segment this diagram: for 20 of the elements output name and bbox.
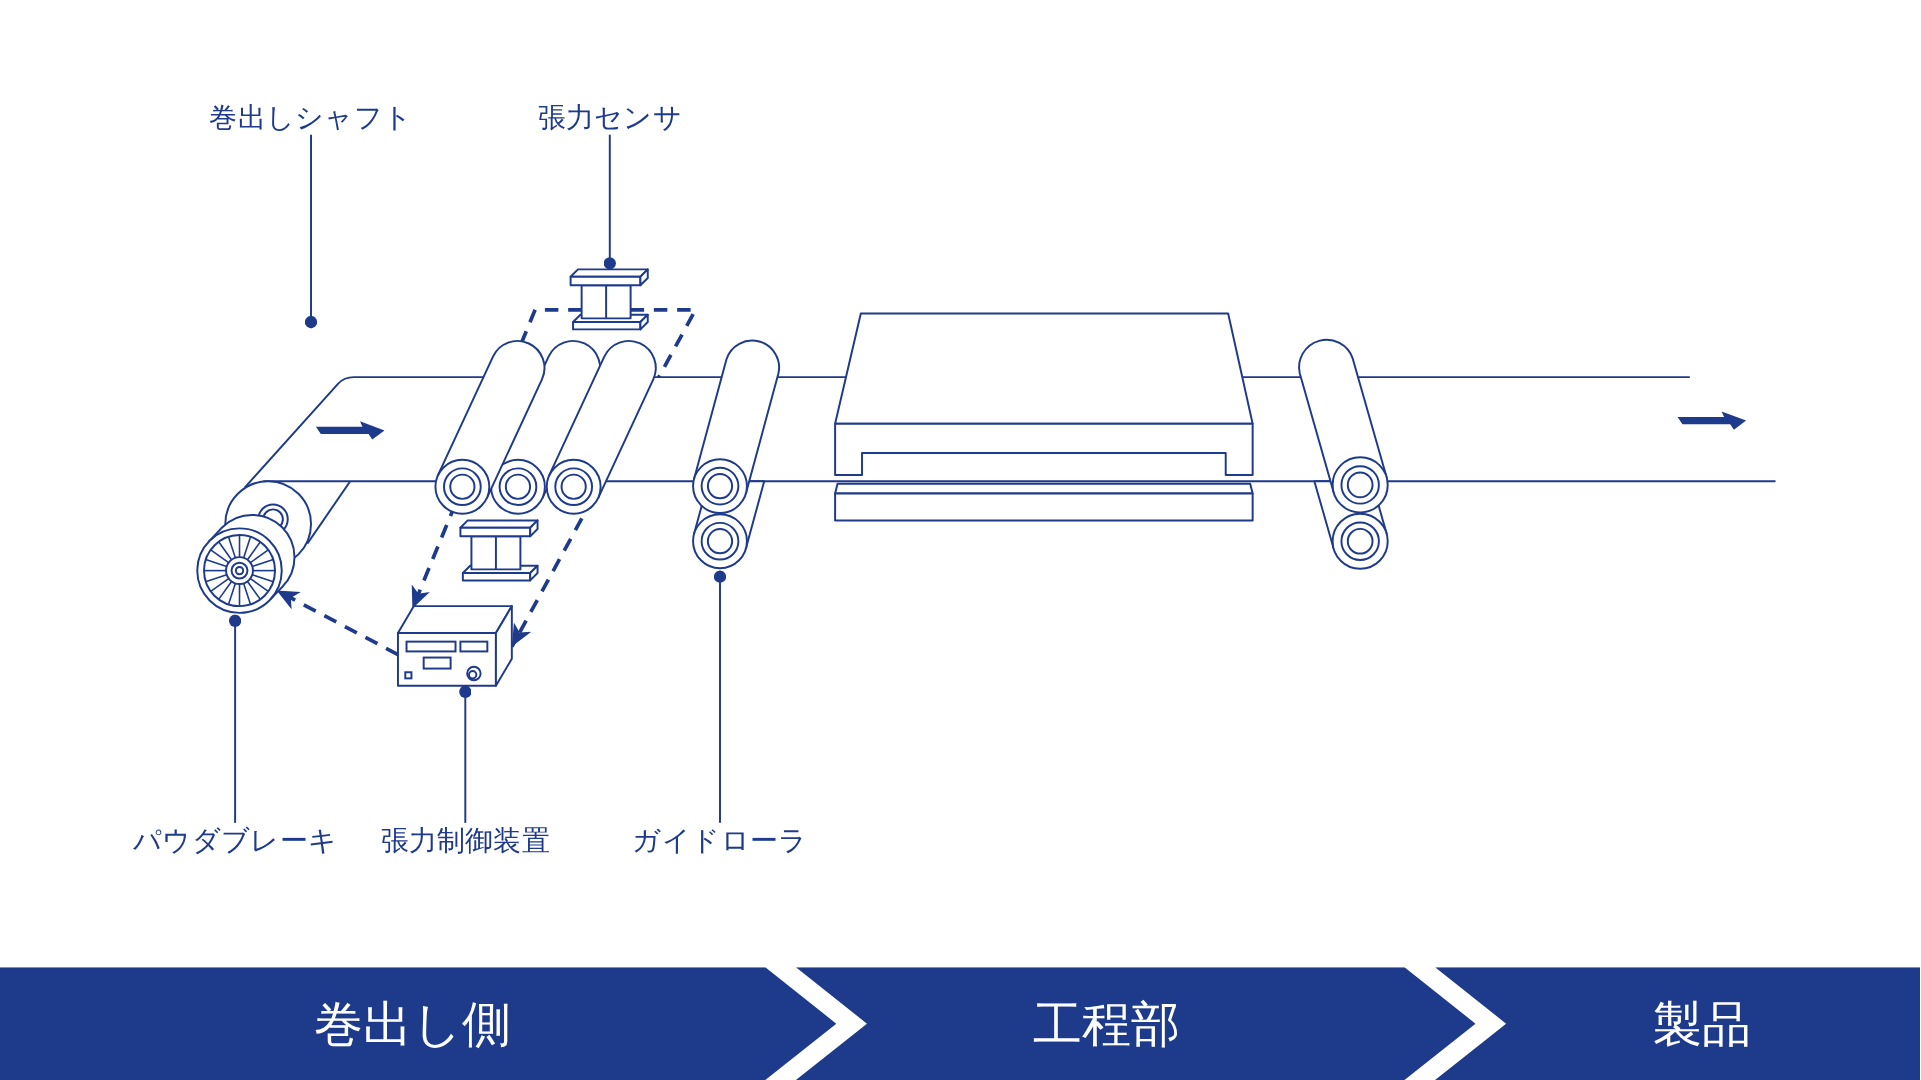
part-label: 張力センサ: [537, 100, 683, 135]
stage-banner: [1435, 967, 1920, 1080]
stage-label: 製品: [1653, 994, 1751, 1054]
sensor-drawing: [570, 269, 649, 331]
part-label: 張力制御装置: [380, 822, 550, 858]
leader-line: [713, 569, 727, 824]
leader-line: [304, 133, 318, 330]
part-label: 巻出しシャフト: [209, 100, 413, 135]
leader-line: [603, 133, 616, 271]
controller-drawing: [397, 606, 514, 687]
part-label: パウダブレーキ: [132, 822, 338, 858]
part-label: ガイドローラ: [632, 822, 808, 858]
stage-banner: [795, 967, 1476, 1080]
roll-drawing: [195, 480, 353, 615]
stage-label: 巻出し側: [314, 994, 512, 1054]
roller-pair-drawing: [691, 337, 782, 571]
stage-banner: [0, 967, 837, 1080]
leader-line: [229, 613, 242, 824]
leader-line: [459, 684, 472, 824]
stage-label: 工程部: [1033, 994, 1181, 1054]
